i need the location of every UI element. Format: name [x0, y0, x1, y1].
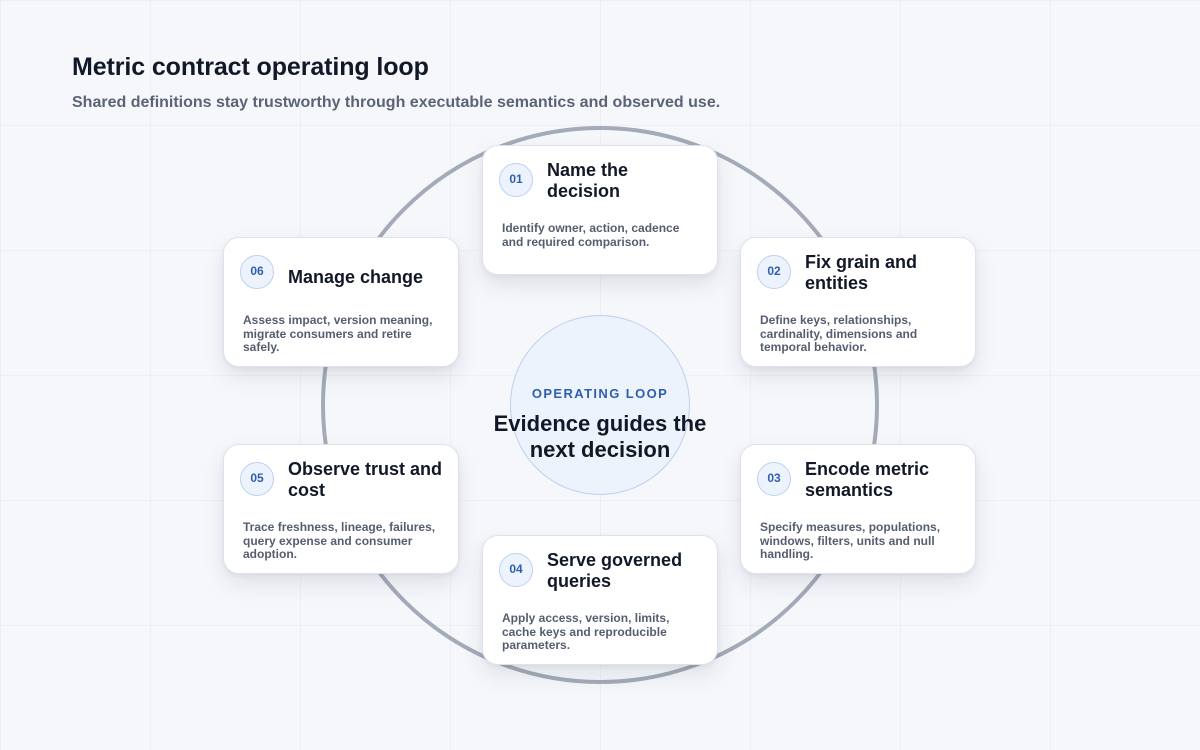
step-description: Identify owner, action, cadence and requ…: [502, 221, 680, 249]
step-description: Apply access, version, limits, cache key…: [502, 611, 670, 652]
step-description: Define keys, relationships, cardinality,…: [760, 313, 918, 354]
step-number-badge: 04: [499, 553, 533, 587]
step-card-serve-governed-queries[interactable]: 04 Serve governed queries Apply access, …: [482, 535, 718, 665]
step-number-badge: 01: [499, 163, 533, 197]
step-title: Encode metric semantics: [805, 459, 930, 500]
loop-ring-circle: [321, 126, 879, 684]
page-title: Metric contract operating loop: [72, 53, 429, 81]
step-number-badge: 05: [240, 462, 274, 496]
step-title: Observe trust and cost: [288, 459, 443, 500]
step-description: Trace freshness, lineage, failures, quer…: [243, 520, 436, 561]
step-card-observe-trust-and-cost[interactable]: 05 Observe trust and cost Trace freshnes…: [223, 444, 459, 574]
step-title: Fix grain and entities: [805, 252, 918, 293]
step-description: Specify measures, populations, windows, …: [760, 520, 941, 561]
center-kicker: OPERATING LOOP: [531, 386, 669, 401]
step-number-badge: 03: [757, 462, 791, 496]
step-title: Serve governed queries: [547, 550, 683, 591]
step-card-manage-change[interactable]: 06 Manage change Assess impact, version …: [223, 237, 459, 367]
step-title: Name the decision: [547, 160, 629, 201]
center-hub: OPERATING LOOP Evidence guides the next …: [494, 315, 706, 495]
step-title: Manage change: [288, 267, 424, 287]
step-card-fix-grain-and-entities[interactable]: 02 Fix grain and entities Define keys, r…: [740, 237, 976, 367]
step-card-encode-metric-semantics[interactable]: 03 Encode metric semantics Specify measu…: [740, 444, 976, 574]
step-card-name-the-decision[interactable]: 01 Name the decision Identify owner, act…: [482, 145, 718, 275]
center-statement: Evidence guides the next decision: [493, 411, 707, 462]
step-number-badge: 06: [240, 255, 274, 289]
page-subtitle: Shared definitions stay trustworthy thro…: [72, 94, 721, 111]
step-number-badge: 02: [757, 255, 791, 289]
step-description: Assess impact, version meaning, migrate …: [243, 313, 433, 354]
